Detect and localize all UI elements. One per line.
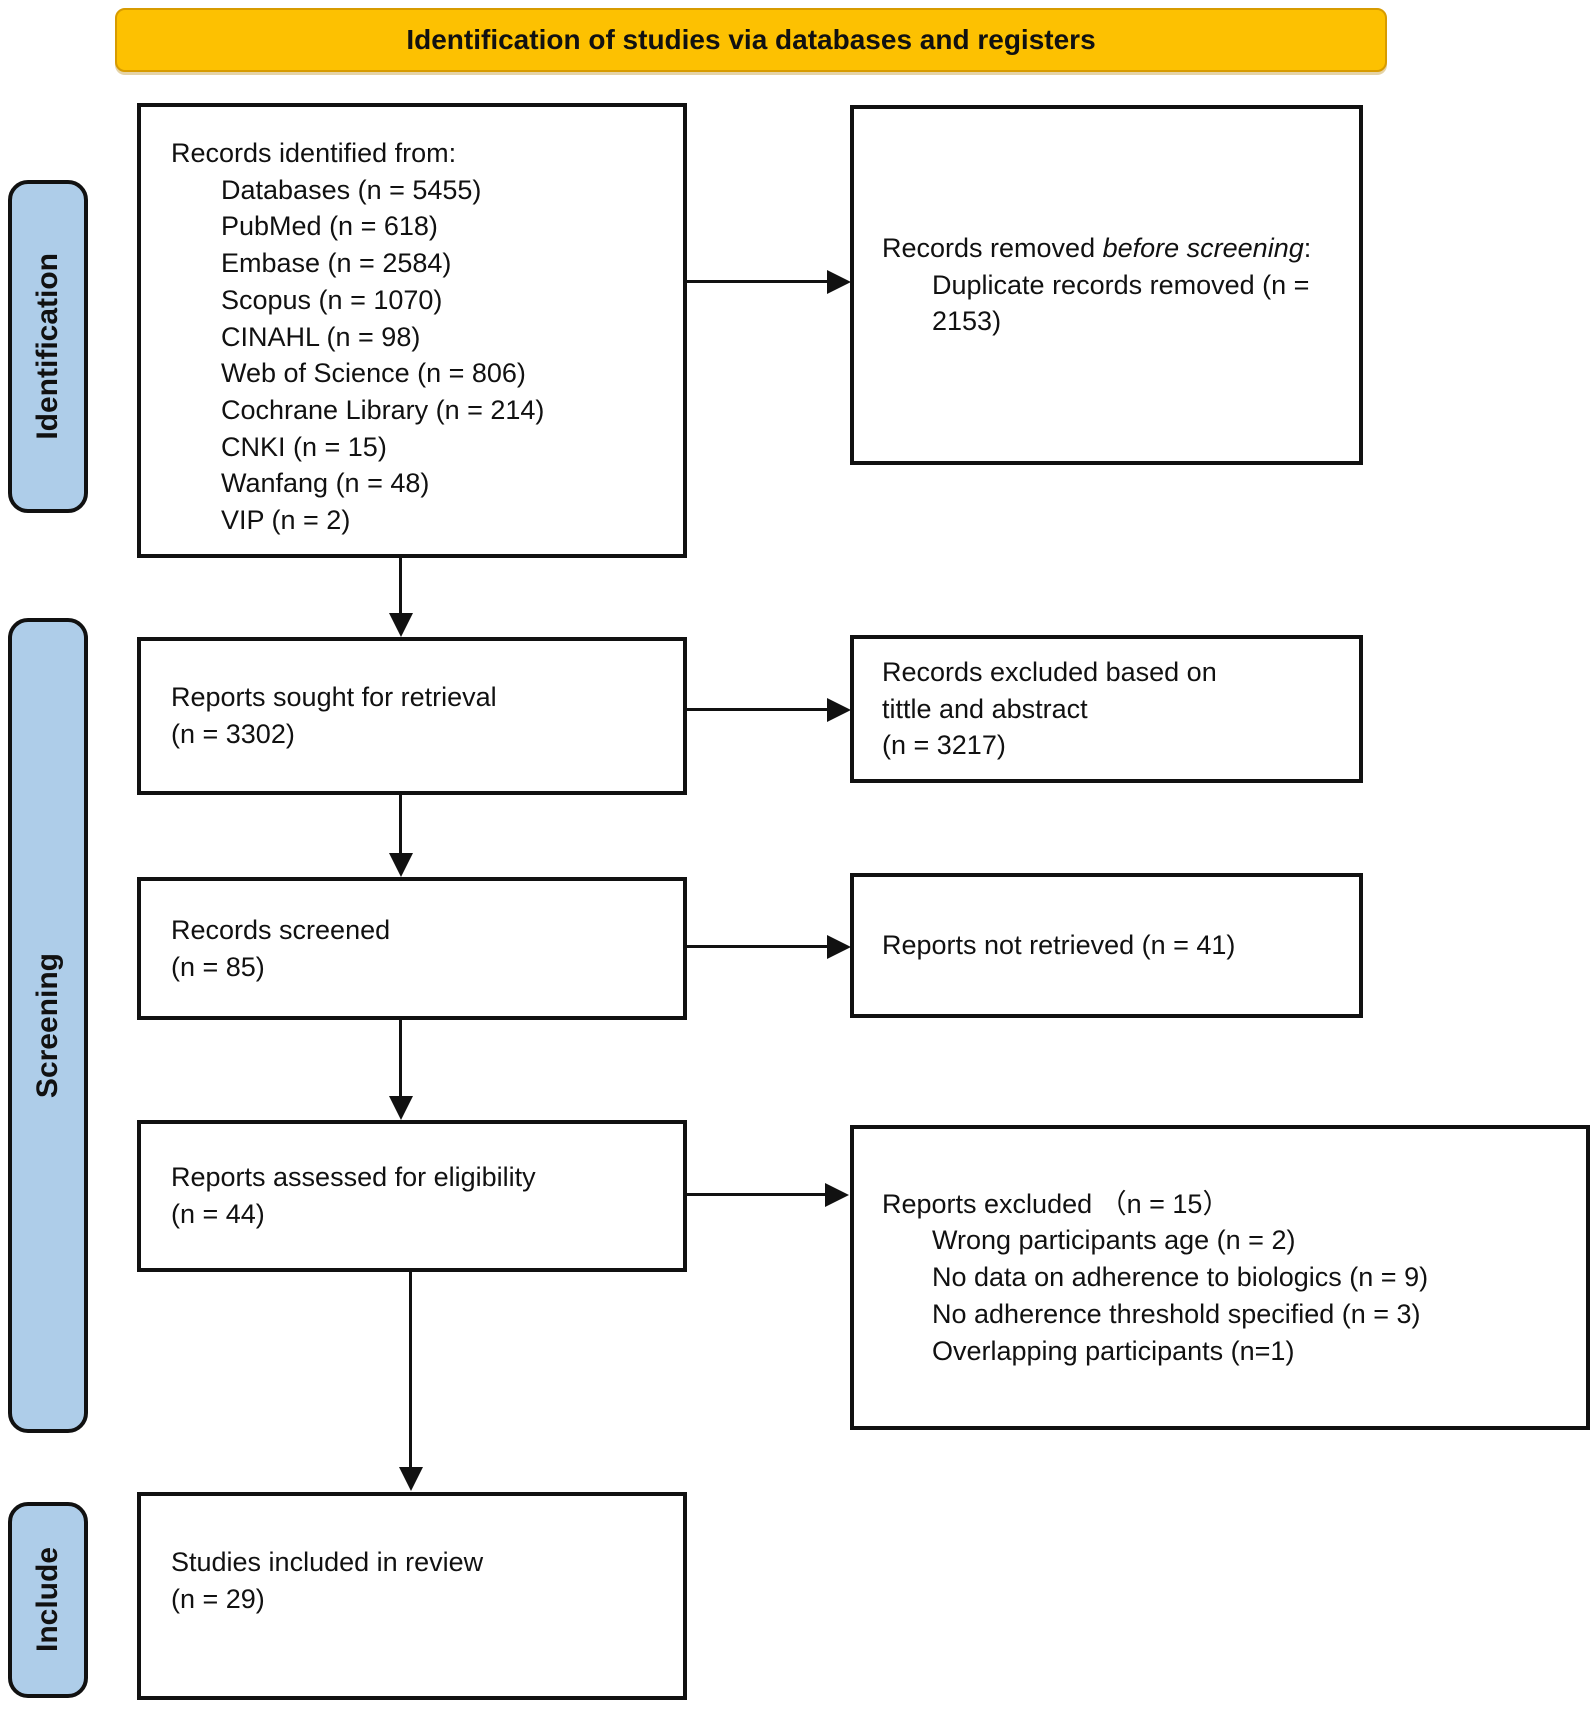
box-text: Records removed [882, 232, 1103, 263]
box-line: Studies included in review [171, 1547, 484, 1577]
box-lines: Studies included in review (n = 29) [171, 1544, 675, 1617]
list-item: No adherence threshold specified (n = 3) [932, 1298, 1421, 1329]
box-reports-sought: Reports sought for retrieval (n = 3302) [137, 637, 687, 795]
box-records-removed: Records removed before screening: Duplic… [850, 105, 1363, 465]
box-line: (n = 3302) [171, 719, 295, 749]
arrow-sought-to-excluded [687, 708, 828, 711]
banner: Identification of studies via databases … [115, 8, 1387, 72]
list-item: VIP (n = 2) [221, 505, 351, 536]
box-line: (n = 29) [171, 1583, 265, 1614]
stage-label-screening: Screening [8, 618, 88, 1433]
box-lines: Records excluded based on tittle and abst… [882, 654, 1341, 764]
box-studies-included: Studies included in review (n = 29) [137, 1492, 687, 1700]
list-item: No data on adherence to biologics (n = 9… [932, 1262, 1429, 1293]
box-reports-excluded-reasons: Reports excluded （n = 15） Wrong particip… [850, 1125, 1590, 1430]
arrow-assessed-to-excluded-reasons [687, 1193, 826, 1196]
box-lines: Reports assessed for eligibility (n = 44) [171, 1159, 675, 1232]
list-item: CINAHL (n = 98) [221, 321, 421, 352]
box-title: Records identified from: [171, 138, 457, 168]
box-title: Reports excluded （n = 15） [882, 1188, 1230, 1219]
box-title: Records removed before screening: [882, 230, 1341, 267]
box-text-italic: before screening [1102, 232, 1304, 263]
arrow-screened-to-not-retrieved [687, 945, 828, 948]
arrow-screened-to-assessed [399, 1020, 402, 1097]
stage-label-text: Identification [31, 253, 64, 440]
arrow-sought-to-screened [399, 795, 402, 854]
list-item: Cochrane Library (n = 214) [221, 395, 545, 426]
box-line: (n = 3217) [882, 730, 1006, 761]
list-item: Overlapping participants (n=1) [932, 1335, 1295, 1366]
box-line: Records screened [171, 914, 391, 945]
box-line: Reports assessed for eligibility [171, 1162, 536, 1193]
box-line: tittle and abstract [882, 693, 1088, 724]
list-item: Embase (n = 2584) [221, 248, 452, 279]
box-line: Records excluded based on [882, 656, 1217, 687]
stage-label-include: Include [8, 1502, 88, 1698]
box-line: (n = 44) [171, 1199, 265, 1229]
list-item: Web of Science (n = 806) [221, 358, 526, 389]
box-line: Reports sought for retrieval [171, 682, 497, 713]
list-item: CNKI (n = 15) [221, 431, 387, 462]
box-records-excluded: Records excluded based on tittle and abst… [850, 635, 1363, 783]
arrow-assessed-to-included [409, 1272, 412, 1468]
list-item: Scopus (n = 1070) [221, 284, 443, 315]
list-item: Wanfang (n = 48) [221, 468, 430, 499]
box-records-identified: Records identified from: Databases (n = … [137, 103, 687, 558]
arrow-identified-to-sought [399, 558, 402, 614]
stage-label-text: Include [31, 1547, 64, 1653]
box-line: (n = 85) [171, 951, 265, 982]
box-reports-assessed: Reports assessed for eligibility (n = 44) [137, 1120, 687, 1272]
list-item: Wrong participants age (n = 2) [932, 1225, 1296, 1256]
box-reports-not-retrieved: Reports not retrieved (n = 41) [850, 873, 1363, 1018]
arrow-identified-to-removed [687, 280, 828, 283]
list-item: PubMed (n = 618) [221, 211, 438, 242]
stage-label-identification: Identification [8, 180, 88, 513]
box-list: Wrong participants age (n = 2) No data on… [882, 1222, 1574, 1369]
box-lines: Reports sought for retrieval (n = 3302) [171, 679, 675, 752]
list-item: Duplicate records removed (n = 2153) [932, 269, 1310, 337]
box-line: Reports not retrieved (n = 41) [882, 930, 1236, 961]
box-records-screened: Records screened (n = 85) [137, 877, 687, 1020]
box-text: : [1303, 232, 1312, 263]
box-lines: Reports not retrieved (n = 41) [882, 927, 1341, 964]
box-list: Databases (n = 5455) PubMed (n = 618) Emba… [171, 172, 675, 539]
banner-title: Identification of studies via databases … [406, 24, 1096, 55]
stage-label-text: Screening [31, 952, 64, 1099]
box-lines: Records screened (n = 85) [171, 912, 675, 985]
list-item: Databases (n = 5455) [221, 174, 482, 205]
